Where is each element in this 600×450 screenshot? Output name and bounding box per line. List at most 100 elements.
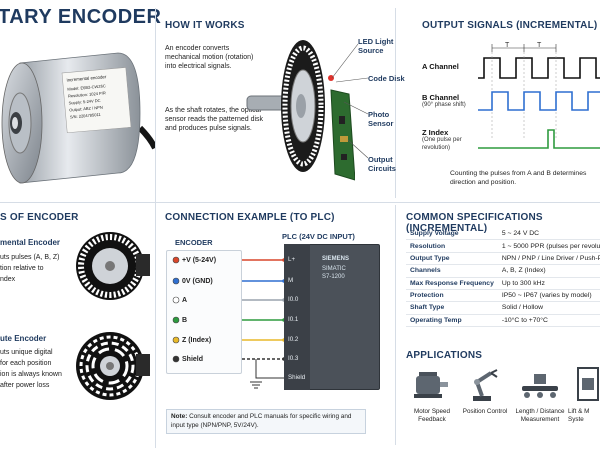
- wire-dot: [172, 316, 180, 324]
- spec-key: Supply Voltage: [406, 228, 498, 241]
- incremental-line-3: ndex: [0, 276, 16, 283]
- wire-label-gnd: 0V (GND): [182, 278, 213, 285]
- spec-value: 1 ~ 5000 PPR (pulses per revolutio: [497, 239, 600, 253]
- spec-key: Output Type: [406, 252, 498, 266]
- wiring-diagram: [172, 256, 286, 389]
- connection-header: CONNECTION EXAMPLE (TO PLC): [165, 212, 335, 223]
- svg-text:Resolution: 1024 P/R: Resolution: 1024 P/R: [68, 90, 106, 98]
- divider-horizontal: [0, 202, 600, 203]
- a-channel-wave: [478, 57, 600, 79]
- motor-icon: [414, 372, 448, 398]
- a-channel-label: A Channel: [422, 62, 459, 71]
- note-bold: Note:: [171, 413, 188, 420]
- spec-value: Solid / Hollow: [497, 301, 600, 315]
- app-label-motor: Motor Speed Feedback: [413, 408, 451, 423]
- plc-terminal-m: M: [288, 277, 294, 284]
- spec-value: 5 ~ 24 V DC: [497, 228, 600, 241]
- plc-terminal-i02: I0.2: [288, 336, 299, 343]
- wire-label-b: B: [182, 317, 188, 324]
- plc-terminal-i00: I0.0: [288, 296, 299, 303]
- b-channel-label: B Channel: [422, 93, 460, 102]
- wire-label-a: A: [182, 297, 188, 304]
- absolute-line-4: after power loss: [0, 382, 50, 389]
- label-output-circuits: Output Circuits: [368, 155, 396, 173]
- absolute-line-2: for each position: [0, 360, 52, 367]
- app-label-length: Length / Distance Measurement: [515, 408, 565, 423]
- wire-label-vplus: +V (5-24V): [182, 257, 217, 264]
- divider-mid-bottom: [395, 205, 396, 445]
- spec-key: Protection: [406, 289, 498, 303]
- wire-dot: [172, 355, 180, 363]
- encoder-sticker: incremental encoder Model: E6B2-CWZ6C Re…: [61, 67, 132, 134]
- spec-row: Operating Temp-10°C to +70°C: [406, 314, 600, 328]
- t-label-1: T: [505, 42, 510, 49]
- wire-dot: [172, 336, 180, 344]
- ground-symbol: [250, 359, 284, 389]
- signal-waveforms: T T: [478, 42, 600, 149]
- b-channel-sub: (90° phase shift): [422, 102, 466, 108]
- divider-mid-top: [395, 8, 396, 198]
- z-index-sub: (One pulse per revolution): [422, 137, 462, 151]
- how-it-works-para2: As the shaft rotates, the optical sensor…: [165, 107, 264, 132]
- connection-note: Note: Consult encoder and PLC manuals fo…: [166, 409, 366, 434]
- encoder-terminal-box: [166, 250, 242, 374]
- plc-terminal-shield: Shield: [288, 374, 306, 381]
- signals-caption: Counting the pulses from A and B determi…: [450, 170, 587, 186]
- encoder-internals-diagram: [246, 40, 355, 181]
- label-led-source: LED Light Source: [358, 37, 394, 55]
- z-index-label: Z Index: [422, 128, 449, 137]
- incremental-title: mental Encoder: [0, 238, 61, 247]
- svg-text:S/N: 2204785011: S/N: 2204785011: [70, 112, 102, 120]
- callout-lines: [331, 43, 369, 159]
- plc-terminal-i01: I0.1: [288, 316, 299, 323]
- spec-key: Operating Temp: [406, 314, 498, 328]
- absolute-line-1: uts unique digital: [0, 349, 53, 356]
- wire-dot: [172, 296, 180, 304]
- conveyor-icon: [522, 374, 558, 398]
- spec-key: Max Response Frequency: [406, 277, 498, 290]
- wire-label-z: Z (Index): [182, 337, 212, 344]
- spec-key: Resolution: [406, 239, 498, 253]
- robot-arm-icon: [473, 369, 498, 401]
- app-label-lift: Lift & M Syste: [568, 408, 590, 423]
- note-text: Consult encoder and PLC manuals for spec…: [171, 413, 352, 429]
- spec-key: Shaft Type: [406, 301, 498, 315]
- plc-terminal-lplus: L+: [288, 256, 296, 263]
- led-light: [328, 75, 334, 81]
- page-title: TARY ENCODER: [0, 6, 162, 28]
- spec-value: Up to 300 kHz: [497, 277, 600, 290]
- elevator-icon: [577, 367, 599, 401]
- absolute-title: ute Encoder: [0, 334, 47, 343]
- applications-header: APPLICATIONS: [406, 350, 483, 361]
- plc-model-2: S7-1200: [322, 274, 345, 280]
- label-photo-sensor: Photo Sensor: [368, 110, 394, 128]
- t-label-2: T: [537, 42, 542, 49]
- incremental-line-1: uts pulses (A, B, Z): [0, 254, 60, 261]
- b-channel-wave: [478, 91, 600, 111]
- types-header: S OF ENCODER: [0, 212, 79, 223]
- spec-value: IP50 ~ IP67 (varies by model): [497, 289, 600, 303]
- plc-brand: SIEMENS: [322, 256, 350, 262]
- absolute-disk-image: [76, 332, 150, 400]
- divider-left: [155, 8, 156, 448]
- z-index-wave: [478, 129, 600, 149]
- plc-title: PLC (24V DC INPUT): [282, 232, 355, 241]
- spec-value: A, B, Z (Index): [497, 264, 600, 278]
- svg-text:Supply: 5-24V DC: Supply: 5-24V DC: [68, 98, 100, 106]
- spec-key: Channels: [406, 264, 498, 278]
- how-it-works-para1: An encoder converts mechanical motion (r…: [165, 45, 254, 70]
- wire-label-shield: Shield: [182, 356, 204, 363]
- incremental-line-2: tion relative to: [0, 265, 44, 272]
- plc-model-1: SIMATIC: [322, 266, 346, 272]
- absolute-line-3: ion is always known: [0, 371, 62, 378]
- output-signals-header: OUTPUT SIGNALS (INCREMENTAL): [422, 20, 598, 31]
- svg-text:incremental encoder: incremental encoder: [66, 74, 107, 82]
- svg-text:Output: ABZ / NPN: Output: ABZ / NPN: [69, 105, 103, 113]
- encoder-photo: incremental encoder Model: E6B2-CWZ6C Re…: [1, 52, 155, 184]
